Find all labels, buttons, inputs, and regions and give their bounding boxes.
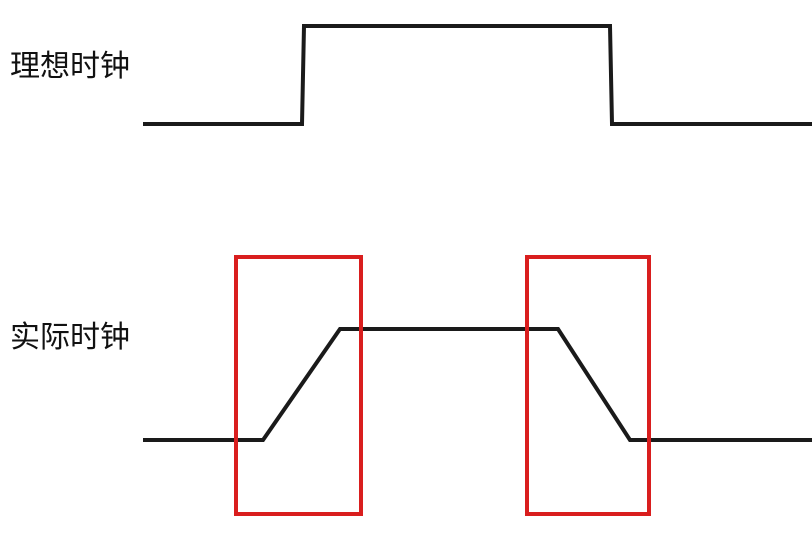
- ideal-clock-label: 理想时钟: [10, 49, 130, 84]
- ideal-clock-waveform: [143, 24, 812, 126]
- rising-edge-highlight-box: [234, 255, 363, 516]
- actual-clock-waveform: [143, 327, 812, 442]
- actual-clock-label: 实际时钟: [10, 320, 130, 355]
- falling-edge-highlight-box: [525, 255, 651, 516]
